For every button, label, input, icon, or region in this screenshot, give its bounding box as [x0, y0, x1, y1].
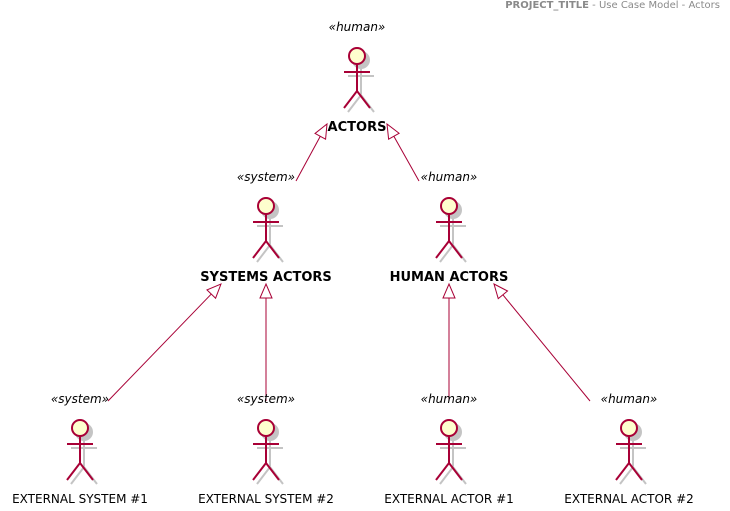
actor-actors: «human» ACTORS [328, 20, 387, 135]
actor-head [71, 419, 89, 437]
actor-legs [252, 239, 280, 259]
actor-head [257, 419, 275, 437]
actor-name: EXTERNAL SYSTEM #2 [198, 492, 334, 506]
actor-figure [435, 197, 463, 259]
generalization-arrowhead [314, 122, 328, 140]
actor-legs [435, 461, 463, 481]
actor-legs [252, 461, 280, 481]
actor-stereotype: «system» [51, 392, 109, 406]
actor-name: ACTORS [328, 120, 387, 135]
actor-head [440, 419, 458, 437]
actor-name: EXTERNAL ACTOR #2 [564, 492, 694, 506]
generalization-arrowhead [206, 283, 222, 300]
generalization-arrowhead [386, 122, 400, 140]
actor-stereotype: «system» [237, 392, 295, 406]
actor-name: SYSTEMS ACTORS [200, 270, 332, 285]
actor-name: EXTERNAL SYSTEM #1 [12, 492, 148, 506]
actor-figure [66, 419, 94, 481]
actor-head [620, 419, 638, 437]
generalization-ext_act_2-to-humans [493, 283, 591, 402]
actor-humans: «human» HUMAN ACTORS [390, 170, 509, 285]
generalization-ext_sys_1-to-systems [107, 283, 222, 402]
project-title: PROJECT_TITLE [505, 0, 589, 11]
actor-figure [343, 47, 371, 109]
actor-ext_act_2: «human» EXTERNAL ACTOR #2 [564, 392, 694, 506]
generalization-systems-to-actors [295, 122, 328, 182]
actor-stereotype: «human» [329, 20, 386, 34]
diagram-header: PROJECT_TITLE - Use Case Model - Actors [505, 0, 720, 11]
actor-ext_sys_1: «system» EXTERNAL SYSTEM #1 [12, 392, 148, 506]
generalization-arrowhead [259, 282, 273, 299]
actor-head [348, 47, 366, 65]
actor-head [440, 197, 458, 215]
generalization-arrowhead [442, 282, 456, 299]
actor-legs [615, 461, 643, 481]
actor-stereotype: «human» [421, 392, 478, 406]
actor-stereotype: «human» [421, 170, 478, 184]
actor-name: HUMAN ACTORS [390, 270, 509, 285]
actor-name: EXTERNAL ACTOR #1 [384, 492, 514, 506]
actor-legs [343, 89, 371, 109]
header-subtitle: - Use Case Model - Actors [589, 0, 720, 11]
actor-figure [252, 197, 280, 259]
generalization-ext_sys_2-to-systems [259, 282, 273, 401]
generalization-line [502, 294, 591, 402]
actor-stereotype: «system» [237, 170, 295, 184]
actor-legs [435, 239, 463, 259]
actor-ext_act_1: «human» EXTERNAL ACTOR #1 [384, 392, 514, 506]
actor-figure [435, 419, 463, 481]
generalization-line [393, 135, 420, 182]
actor-head [257, 197, 275, 215]
generalization-ext_act_1-to-humans [442, 282, 456, 401]
actor-stereotype: «human» [601, 392, 658, 406]
actor-legs [66, 461, 94, 481]
generalization-line [107, 293, 212, 402]
actor-figure [252, 419, 280, 481]
actor-figure [615, 419, 643, 481]
generalization-line [295, 136, 321, 182]
actor-ext_sys_2: «system» EXTERNAL SYSTEM #2 [198, 392, 334, 506]
generalization-humans-to-actors [386, 122, 420, 182]
actor-systems: «system» SYSTEMS ACTORS [200, 170, 332, 285]
generalization-arrowhead [493, 283, 509, 300]
